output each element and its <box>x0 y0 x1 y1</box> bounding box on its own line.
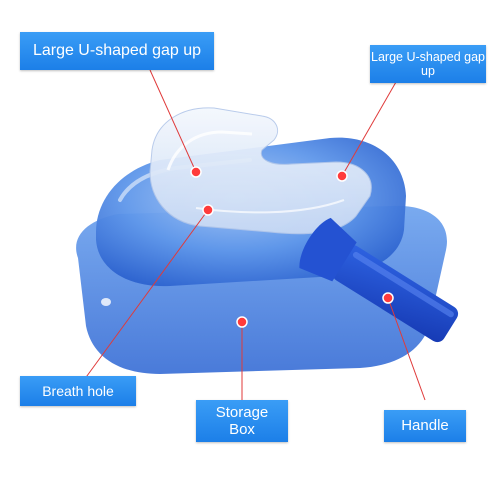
callout-gap-up-left: Large U-shaped gap up <box>20 32 214 70</box>
callout-breath-hole: Breath hole <box>20 376 136 406</box>
callout-storage-box: Storage Box <box>196 400 288 442</box>
callout-gap-up-right: Large U-shaped gap up <box>370 45 486 83</box>
callout-gap-up-right-text: Large U-shaped gap up <box>371 49 485 78</box>
leader-line-handle <box>387 297 426 401</box>
callout-handle: Handle <box>384 410 466 442</box>
handle <box>299 217 459 343</box>
anchor-dot-storage-box <box>236 316 248 328</box>
callout-gap-up-left-text: Large U-shaped gap up <box>32 41 202 59</box>
mouthguard-ridge <box>166 130 253 171</box>
callout-handle-text: Handle <box>401 417 449 435</box>
anchor-dot-handle <box>382 292 394 304</box>
callout-storage-box-text: Storage Box <box>215 403 269 438</box>
anchor-dot-gap-right <box>336 170 348 182</box>
anchor-dot-gap-left <box>190 166 202 178</box>
mouthguard <box>149 107 372 235</box>
case-latch-hole <box>101 298 111 306</box>
callout-breath-hole-text: Breath hole <box>42 382 114 399</box>
leader-line-breath-hole <box>83 209 209 381</box>
leader-line-gap-left <box>149 69 197 173</box>
leader-line-gap-right <box>341 81 397 177</box>
anchor-dot-breath-hole <box>202 204 214 216</box>
